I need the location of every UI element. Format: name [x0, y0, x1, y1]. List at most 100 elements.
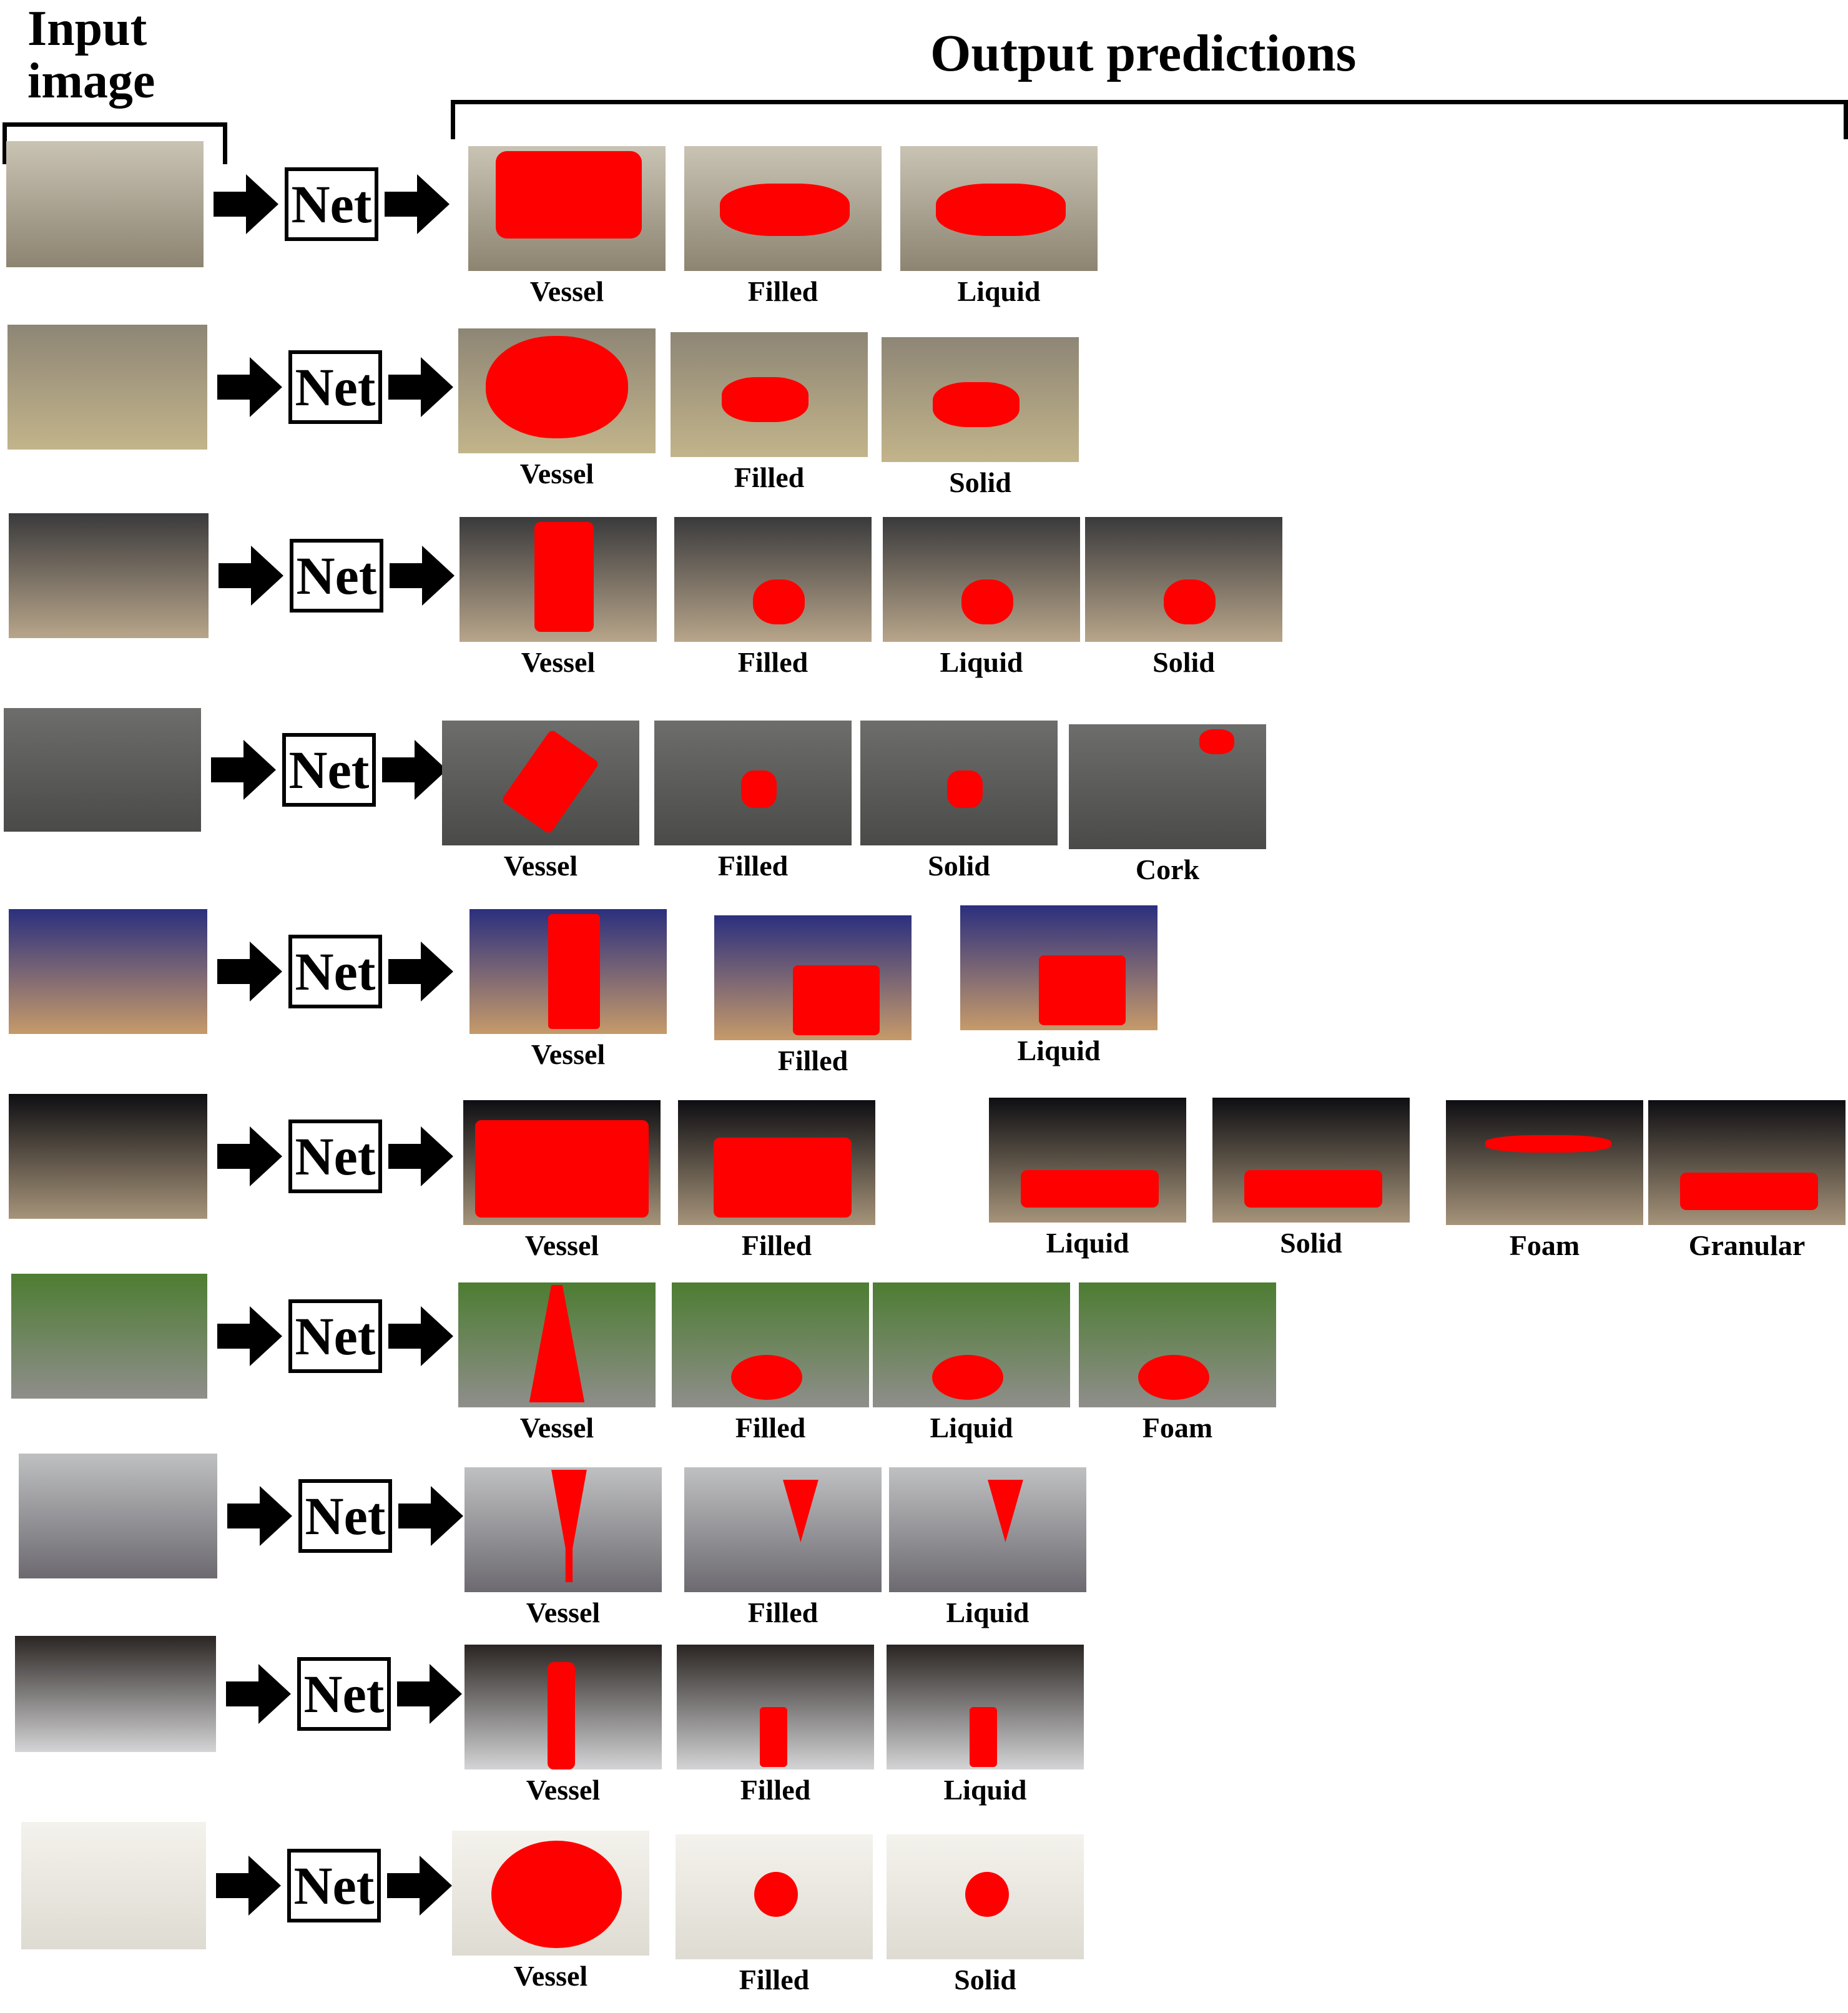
- output-prediction-filled: Filled: [714, 915, 912, 1076]
- prediction-label: Filled: [717, 850, 789, 882]
- prediction-label: Vessel: [526, 1597, 601, 1628]
- prediction-label: Vessel: [503, 850, 578, 882]
- prediction-photo: [463, 1100, 661, 1225]
- prediction-photo: [678, 1100, 875, 1225]
- prediction-photo: [684, 146, 882, 271]
- input-photo: [21, 1822, 206, 1949]
- prediction-photo: [1069, 724, 1266, 849]
- prediction-photo: [1212, 1098, 1410, 1223]
- prediction-label: Granular: [1688, 1229, 1806, 1261]
- prediction-label: Filled: [734, 461, 805, 493]
- segmentation-mask: [1020, 1170, 1159, 1208]
- prediction-photo: [464, 1645, 662, 1769]
- net-box: Net: [282, 733, 376, 807]
- arrow-right-icon: [216, 1856, 281, 1916]
- output-prediction-liquid: Liquid: [900, 146, 1098, 307]
- arrow-right-icon: [226, 1664, 291, 1724]
- prediction-photo: [1648, 1100, 1846, 1225]
- segmentation-mask: [933, 382, 1020, 427]
- output-predictions-title: Output predictions: [930, 24, 1357, 82]
- output-prediction-liquid: Liquid: [960, 905, 1157, 1066]
- prediction-photo: [468, 146, 666, 271]
- prediction-label: Solid: [954, 1964, 1016, 1996]
- segmentation-mask: [965, 1872, 1009, 1917]
- segmentation-mask: [793, 965, 880, 1035]
- prediction-label: Vessel: [513, 1960, 588, 1992]
- prediction-label: Liquid: [1017, 1035, 1101, 1066]
- segmentation-mask: [534, 522, 594, 632]
- arrow-right-icon: [214, 174, 278, 234]
- net-box: Net: [298, 1479, 392, 1553]
- input-title-line1: Input: [27, 1, 147, 56]
- output-prediction-vessel: Vessel: [463, 1100, 661, 1261]
- segmentation-mask: [491, 1841, 622, 1948]
- prediction-label: Vessel: [529, 275, 604, 307]
- output-prediction-vessel: Vessel: [458, 328, 656, 490]
- output-prediction-solid: Solid: [860, 721, 1058, 882]
- output-prediction-vessel: Vessel: [458, 1282, 656, 1444]
- prediction-photo: [452, 1831, 649, 1956]
- output-prediction-filled: Filled: [671, 332, 868, 493]
- output-prediction-filled: Filled: [684, 1467, 882, 1628]
- net-box: Net: [288, 935, 382, 1008]
- prediction-label: Foam: [1142, 1412, 1213, 1444]
- output-prediction-granular: Granular: [1648, 1100, 1846, 1261]
- prediction-label: Vessel: [519, 458, 594, 490]
- input-photo: [9, 513, 209, 638]
- segmentation-mask: [713, 1138, 852, 1218]
- output-prediction-liquid: Liquid: [887, 1645, 1084, 1806]
- arrow-right-icon: [217, 1306, 282, 1366]
- arrow-right-icon: [382, 740, 447, 800]
- segmentation-mask: [722, 377, 809, 422]
- prediction-label: Vessel: [524, 1229, 599, 1261]
- segmentation-mask: [486, 336, 628, 438]
- net-box: Net: [297, 1657, 391, 1731]
- prediction-label: Filled: [740, 1774, 811, 1806]
- prediction-photo: [674, 517, 872, 642]
- output-prediction-vessel: Vessel: [464, 1467, 662, 1628]
- prediction-label: Vessel: [531, 1038, 606, 1070]
- prediction-label: Liquid: [940, 646, 1023, 678]
- input-bracket: [2, 122, 227, 164]
- segmentation-mask: [719, 184, 850, 236]
- output-prediction-filled: Filled: [684, 146, 882, 307]
- segmentation-mask: [1164, 579, 1216, 624]
- prediction-label: Filled: [747, 1597, 818, 1628]
- output-prediction-filled: Filled: [674, 517, 872, 678]
- output-prediction-vessel: Vessel: [464, 1645, 662, 1806]
- input-photo: [4, 708, 201, 832]
- segmentation-mask: [496, 151, 642, 239]
- segmentation-mask: [741, 770, 777, 808]
- prediction-label: Solid: [949, 466, 1011, 498]
- prediction-photo: [883, 517, 1080, 642]
- output-prediction-vessel: Vessel: [468, 146, 666, 307]
- prediction-photo: [469, 909, 667, 1034]
- prediction-photo: [887, 1834, 1084, 1959]
- prediction-label: Cork: [1135, 854, 1200, 885]
- arrow-right-icon: [217, 357, 282, 417]
- prediction-photo: [714, 915, 912, 1040]
- prediction-photo: [1085, 517, 1282, 642]
- prediction-label: Foam: [1509, 1229, 1580, 1261]
- prediction-photo: [458, 328, 656, 453]
- arrow-right-icon: [217, 942, 282, 1002]
- arrow-right-icon: [217, 1126, 282, 1186]
- input-photo: [9, 909, 207, 1034]
- segmentation-mask: [935, 184, 1066, 236]
- output-prediction-liquid: Liquid: [883, 517, 1080, 678]
- net-box: Net: [288, 1299, 382, 1373]
- prediction-photo: [442, 721, 639, 845]
- net-box: Net: [287, 1849, 381, 1922]
- input-photo: [15, 1636, 216, 1752]
- output-prediction-vessel: Vessel: [469, 909, 667, 1070]
- arrow-right-icon: [388, 942, 453, 1002]
- prediction-photo: [672, 1282, 869, 1407]
- segmentation-mask: [753, 579, 805, 624]
- segmentation-mask: [931, 1355, 1003, 1400]
- segmentation-mask: [1199, 729, 1235, 754]
- output-prediction-foam: Foam: [1446, 1100, 1643, 1261]
- prediction-label: Solid: [928, 850, 990, 882]
- prediction-photo: [671, 332, 868, 457]
- prediction-label: Filled: [777, 1045, 848, 1076]
- prediction-photo: [989, 1098, 1186, 1223]
